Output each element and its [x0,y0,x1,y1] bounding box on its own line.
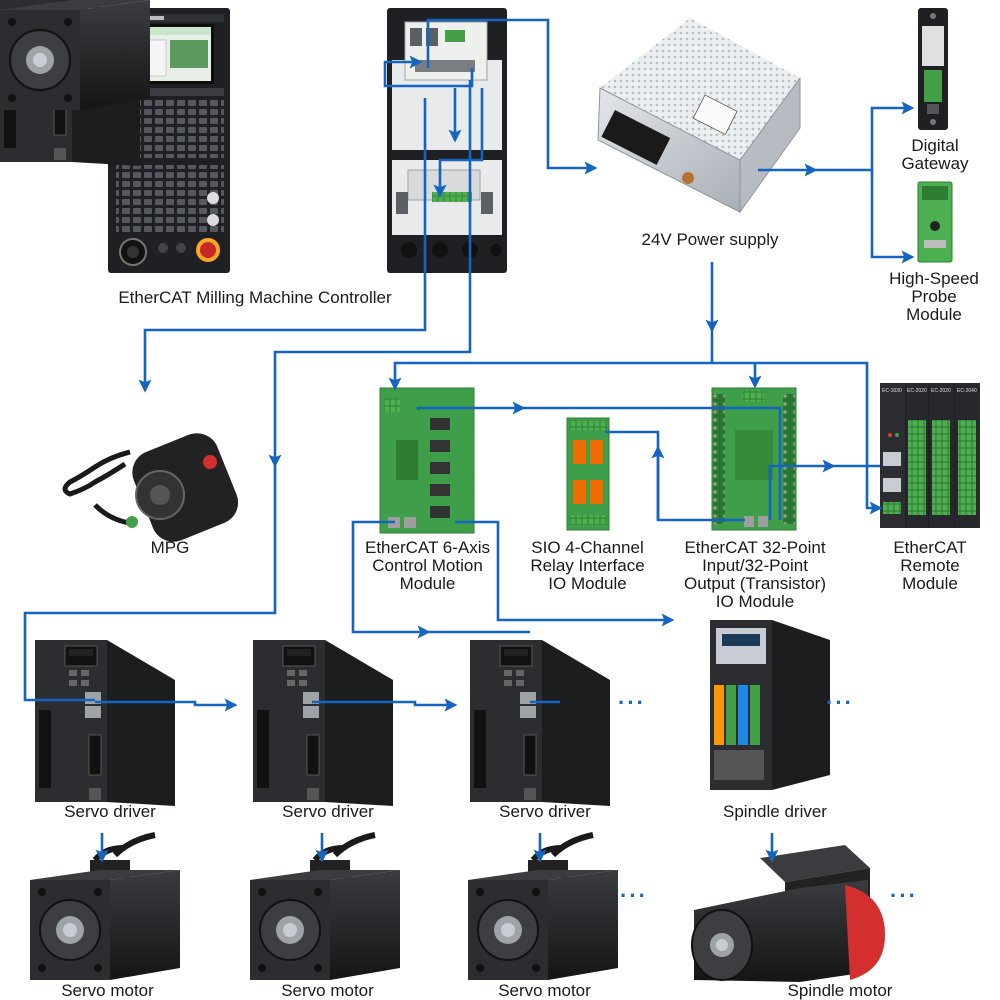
probe-module-icon [917,181,953,263]
io-module-icon [711,387,797,531]
digital-gateway-icon [918,8,948,130]
servo-driver-label-2: Servo driver [282,802,374,821]
wire-motion-to-io [416,401,526,415]
relay-module-icon [566,417,610,531]
wire-motion-to-spindle [455,520,675,627]
digital-gateway-label: Digital Gateway [901,136,969,173]
wire-controller-to-psu [426,18,598,175]
wire-psu-bus [388,330,714,391]
continuation-dots-drivers: ··· [618,690,646,715]
wire-servo2-to-servo3 [312,698,458,712]
servo-motor-label-2: Servo motor [281,981,374,1000]
servo-motor-label-3: Servo motor [498,981,591,1000]
power-supply-label: 24V Power supply [641,230,779,249]
wire-servo-chain [23,465,277,702]
io-module-label: EtherCAT 32-Point Input/32-Point Output … [683,538,827,611]
remote-header-3: EC-2020 [931,388,951,394]
handwheel-pendant-icon [62,433,239,542]
remote-header-1: EC-1030 [882,388,902,394]
remote-header-2: EC-2020 [907,388,927,394]
wire-controller-to-servo [268,80,472,468]
remote-header-4: EC-2040 [957,388,977,394]
continuation-dots-motors: ··· [620,883,648,908]
relay-module-label: SIO 4-Channel Relay Interface IO Module [530,538,645,593]
controller-label: EtherCAT Milling Machine Controller [118,288,392,307]
wire-io-to-remote [768,459,836,520]
servo-motor-label-1: Servo motor [61,981,154,1000]
wire-psu-bus-remote [712,361,883,515]
wire-board-loop [383,55,474,88]
spindle-motor-label: Spindle motor [787,981,893,1000]
spindle-driver-label: Spindle driver [723,802,827,821]
remote-module-label: EtherCAT Remote Module [893,538,967,593]
remote-module-icon [880,383,980,528]
probe-module-label: High-Speed Probe Module [889,269,979,324]
spindle-driver-icon [710,620,830,790]
wire-motion-loop [351,520,431,639]
remote-module-headers: EC-1030 EC-2020 EC-2020 EC-2040 [882,388,977,394]
wire-psu-to-peripherals [815,101,915,172]
continuation-dots-spindle-motor: ··· [890,883,918,908]
motion-module-label: EtherCAT 6-Axis Control Motion Module [364,538,491,593]
wire-board-lower [433,88,484,198]
mpg-label: MPG [150,538,190,557]
power-supply-icon [597,18,801,214]
wire-motion-io-return [523,406,782,520]
controller-mainboard-icon [387,8,507,273]
wire-psu-to-probe [870,170,915,264]
servo-motor-icon [0,0,150,110]
servo-driver-label-1: Servo driver [64,802,156,821]
motion-module-icon [379,387,475,534]
wire-servo1-to-servo2 [95,698,238,712]
wire-relay-loop [605,430,745,522]
servo-driver-label-3: Servo driver [499,802,591,821]
spindle-motor-icon [691,845,885,982]
wire-controller-to-mpg [138,98,427,393]
continuation-dots-spindle-driver: ··· [826,690,854,715]
